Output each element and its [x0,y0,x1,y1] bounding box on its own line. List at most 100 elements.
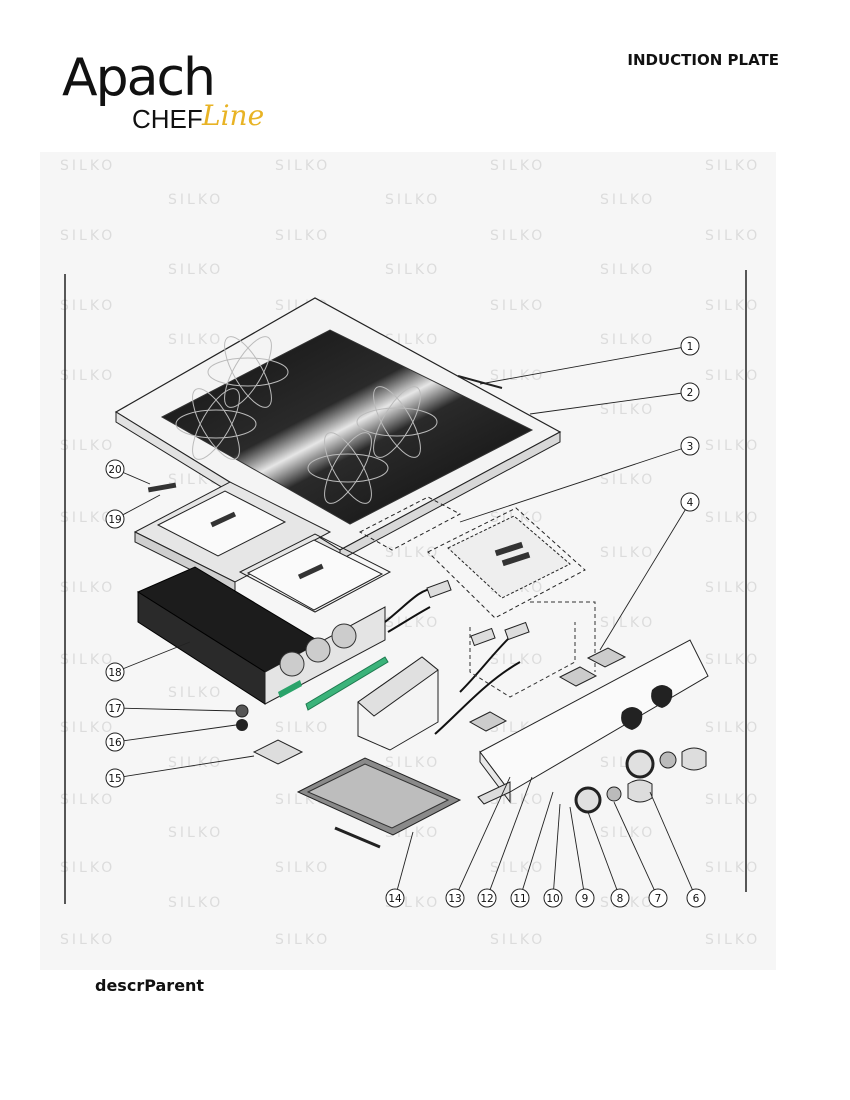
leader-line [599,501,691,651]
leader-line [114,707,237,712]
watermark-text: SILKO [705,158,760,174]
callout-circle [680,436,700,456]
leader-line [479,345,691,385]
leader-line [486,776,533,899]
watermark-text: SILKO [705,438,760,454]
watermark-text: SILKO [600,402,655,418]
plate-seal-strip [457,375,503,389]
knob-spacer [606,786,622,802]
callout-circle [105,509,125,529]
callout-number: 10 [546,893,559,905]
air-filter [296,757,462,849]
watermark-text: SILKO [490,158,545,174]
watermark-text: SILKO [60,720,115,736]
diagram-background [40,152,776,970]
leader-line [587,811,621,899]
callout-circle [510,888,530,908]
watermark-text: SILKO [60,438,115,454]
callout-circle [686,888,706,908]
brand-logo: Apach CHEF Line [62,48,272,138]
knob-spacer [659,751,677,769]
watermark-text: SILKO [705,228,760,244]
watermark-text: SILKO [490,228,545,244]
watermark-text: SILKO [600,262,655,278]
watermark-text: SILKO [600,545,655,561]
watermark-text: SILKO [168,895,223,911]
callout-number: 8 [617,893,624,905]
callout-number: 11 [513,893,526,905]
watermark-layer: SILKO SILKO SILKO SILKO SILKO SILKO SILKO SILKO… [60,158,760,948]
leader-line [114,755,255,779]
callout-circle [105,768,125,788]
leader-line [114,724,237,743]
callout-number: 19 [108,514,121,526]
leader-line [552,803,561,899]
watermark-text: SILKO [275,720,330,736]
watermark-text: SILKO [705,298,760,314]
watermark-text: SILKO [490,792,545,808]
terminal-blocks [468,647,627,732]
watermark-text: SILKO [60,580,115,596]
callout-circle [648,888,668,908]
callout-circle [105,698,125,718]
control-knob [621,707,643,730]
watermark-text: SILKO [385,192,440,208]
watermark-text: SILKO [385,545,440,561]
callout-number: 1 [687,341,694,353]
leader-line [649,791,697,899]
callout-circle [543,888,563,908]
control-knob [627,779,653,803]
callout-number: 15 [108,773,121,785]
watermark-text: SILKO [60,228,115,244]
control-knob [651,685,673,708]
leader-line [519,791,554,899]
watermark-text: SILKO [490,298,545,314]
exploded-parts-diagram: SILKO SILKO SILKO SILKO SILKO SILKO SILKO SILKO… [40,152,776,970]
watermark-text: SILKO [600,825,655,841]
page-title: INDUCTION PLATE [627,51,779,69]
assembly-guides [469,601,596,698]
callout-circle [445,888,465,908]
leader-line [454,776,511,899]
callout-circle [105,459,125,479]
watermark-text: SILKO [60,792,115,808]
sensor-clip [147,482,177,493]
parent-description-label: descrParent [95,976,205,995]
brand-name: Apach [62,48,216,108]
watermark-text: SILKO [168,685,223,701]
callout-circle [477,888,497,908]
callout-circle [105,732,125,752]
watermark-text: SILKO [275,158,330,174]
watermark-text: SILKO [275,860,330,876]
callout-number: 14 [388,893,402,905]
watermark-text: SILKO [60,652,115,668]
watermark-text: SILKO [705,652,760,668]
watermark-text: SILKO [275,228,330,244]
watermark-text: SILKO [490,932,545,948]
callout-circle [575,888,595,908]
foot [236,719,248,731]
callout-circle [610,888,630,908]
watermark-text: SILKO [60,860,115,876]
callout-circle [680,336,700,356]
knob-bezel [574,786,602,814]
watermark-text: SILKO [60,298,115,314]
watermark-text: SILKO [705,932,760,948]
watermark-text: SILKO [705,792,760,808]
watermark-text: SILKO [600,332,655,348]
callout-number: 4 [687,497,694,509]
callout-number: 12 [480,893,493,905]
watermark-text: SILKO [490,368,545,384]
leader-line [394,831,414,899]
watermark-text: SILKO [600,615,655,631]
watermark-text: SILKO [275,932,330,948]
callout-circle [105,662,125,682]
connector-block [504,621,530,641]
watermark-text: SILKO [168,262,223,278]
nut [235,704,249,718]
watermark-text: SILKO [600,472,655,488]
callout-number: 7 [655,893,662,905]
leader-line [569,806,586,899]
watermark-text: SILKO [490,652,545,668]
